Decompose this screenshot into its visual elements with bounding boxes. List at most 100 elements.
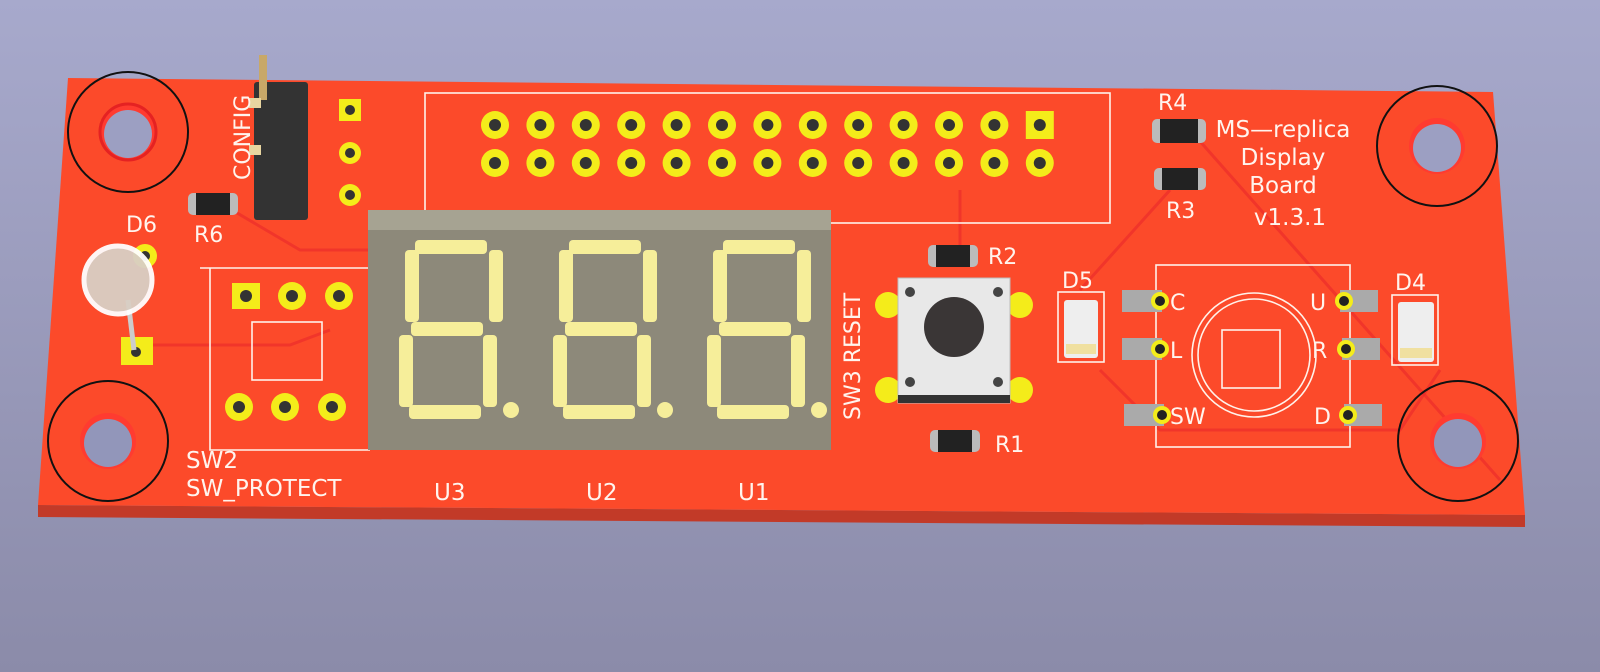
header-hole [579, 119, 592, 131]
board-edge [38, 505, 1525, 527]
led-d4 [1398, 302, 1434, 362]
header-hole [716, 119, 728, 131]
config-pin [259, 55, 267, 100]
svg-text:MS—replica: MS—replica [1216, 117, 1351, 143]
u2-label: U2 [586, 480, 617, 506]
r1-label: R1 [995, 433, 1024, 458]
segment [643, 250, 657, 322]
joy-r-label: R [1312, 339, 1327, 364]
reset-button[interactable] [875, 277, 1033, 404]
r4-label: R4 [1158, 91, 1187, 116]
header-hole [761, 157, 774, 169]
board-title: MS—replica Display Board v1.3.1 [1216, 117, 1351, 231]
sw2-pads [225, 282, 353, 421]
segment [719, 322, 791, 336]
header-hole [852, 119, 865, 131]
resistor-r3 [1154, 168, 1206, 190]
config-pin [249, 145, 261, 155]
sw2-label: SW2 [186, 448, 238, 474]
svg-text:Display: Display [1241, 145, 1326, 171]
resistor-r6 [188, 193, 238, 215]
header-pins [481, 111, 1054, 177]
joy-sw-label: SW [1170, 405, 1206, 430]
segment [409, 405, 481, 419]
resistor-r2 [928, 245, 978, 267]
segment [563, 405, 635, 419]
svg-text:v1.3.1: v1.3.1 [1254, 205, 1326, 231]
header-hole [988, 157, 1001, 169]
segment [405, 250, 419, 322]
joystick-pads [1122, 290, 1382, 426]
seven-segment-display [368, 210, 523, 450]
header-hole [852, 157, 865, 169]
seven-segment-display [522, 210, 677, 450]
segment [707, 335, 721, 407]
header-hole [943, 119, 955, 131]
config-header-body [254, 82, 308, 220]
header-hole [716, 157, 728, 169]
header-hole [670, 157, 683, 169]
sw3-label: SW3 RESET [841, 292, 866, 420]
segment [489, 250, 503, 322]
config-label: CONFIG [231, 95, 256, 180]
r3-label: R3 [1166, 199, 1195, 224]
segment [637, 335, 651, 407]
segment [713, 250, 727, 322]
mounting-holes [47, 71, 1519, 502]
header-hole [579, 157, 592, 169]
decimal-point [503, 402, 519, 418]
d6-label: D6 [126, 213, 157, 238]
header-hole [897, 119, 910, 131]
segment [565, 322, 637, 336]
segment [559, 250, 573, 322]
segment [399, 335, 413, 407]
header-hole [806, 157, 819, 169]
svg-text:Board: Board [1249, 173, 1317, 199]
u3-label: U3 [434, 480, 465, 506]
resistor-r4 [1152, 119, 1206, 143]
segment [797, 250, 811, 322]
header-hole [670, 119, 683, 131]
header-hole [1033, 119, 1046, 131]
segment [569, 240, 641, 254]
r6-label: R6 [194, 223, 223, 248]
header-hole [1033, 157, 1046, 169]
segment [411, 322, 483, 336]
header-hole [988, 119, 1001, 131]
header-hole [897, 157, 910, 169]
led-d5 [1064, 300, 1098, 358]
segment [415, 240, 487, 254]
config-pads [339, 99, 361, 206]
header-hole [761, 119, 774, 131]
header-hole [534, 119, 547, 131]
header-hole [534, 157, 547, 169]
joy-u-label: U [1310, 291, 1326, 316]
r2-label: R2 [988, 245, 1017, 270]
config-pin [249, 98, 261, 108]
header-hole [943, 157, 955, 169]
decimal-point [657, 402, 673, 418]
header-hole [625, 157, 638, 169]
header-hole [489, 157, 501, 169]
segment [723, 240, 795, 254]
segment [717, 405, 789, 419]
sw-protect-label: SW_PROTECT [186, 476, 342, 502]
segment [483, 335, 497, 407]
joy-c-label: C [1170, 291, 1185, 316]
segment [791, 335, 805, 407]
header-hole [806, 119, 819, 131]
header-hole [625, 119, 638, 131]
d5-label: D5 [1062, 269, 1093, 294]
u1-label: U1 [738, 480, 769, 506]
segment [553, 335, 567, 407]
led-d6 [81, 243, 155, 317]
header-hole [489, 119, 501, 131]
joy-l-label: L [1170, 339, 1183, 364]
joy-d-label: D [1314, 405, 1331, 430]
d4-label: D4 [1395, 271, 1426, 296]
seven-segment-displays [368, 210, 831, 450]
seven-segment-display [676, 210, 831, 450]
decimal-point [811, 402, 827, 418]
resistor-r1 [930, 430, 980, 452]
